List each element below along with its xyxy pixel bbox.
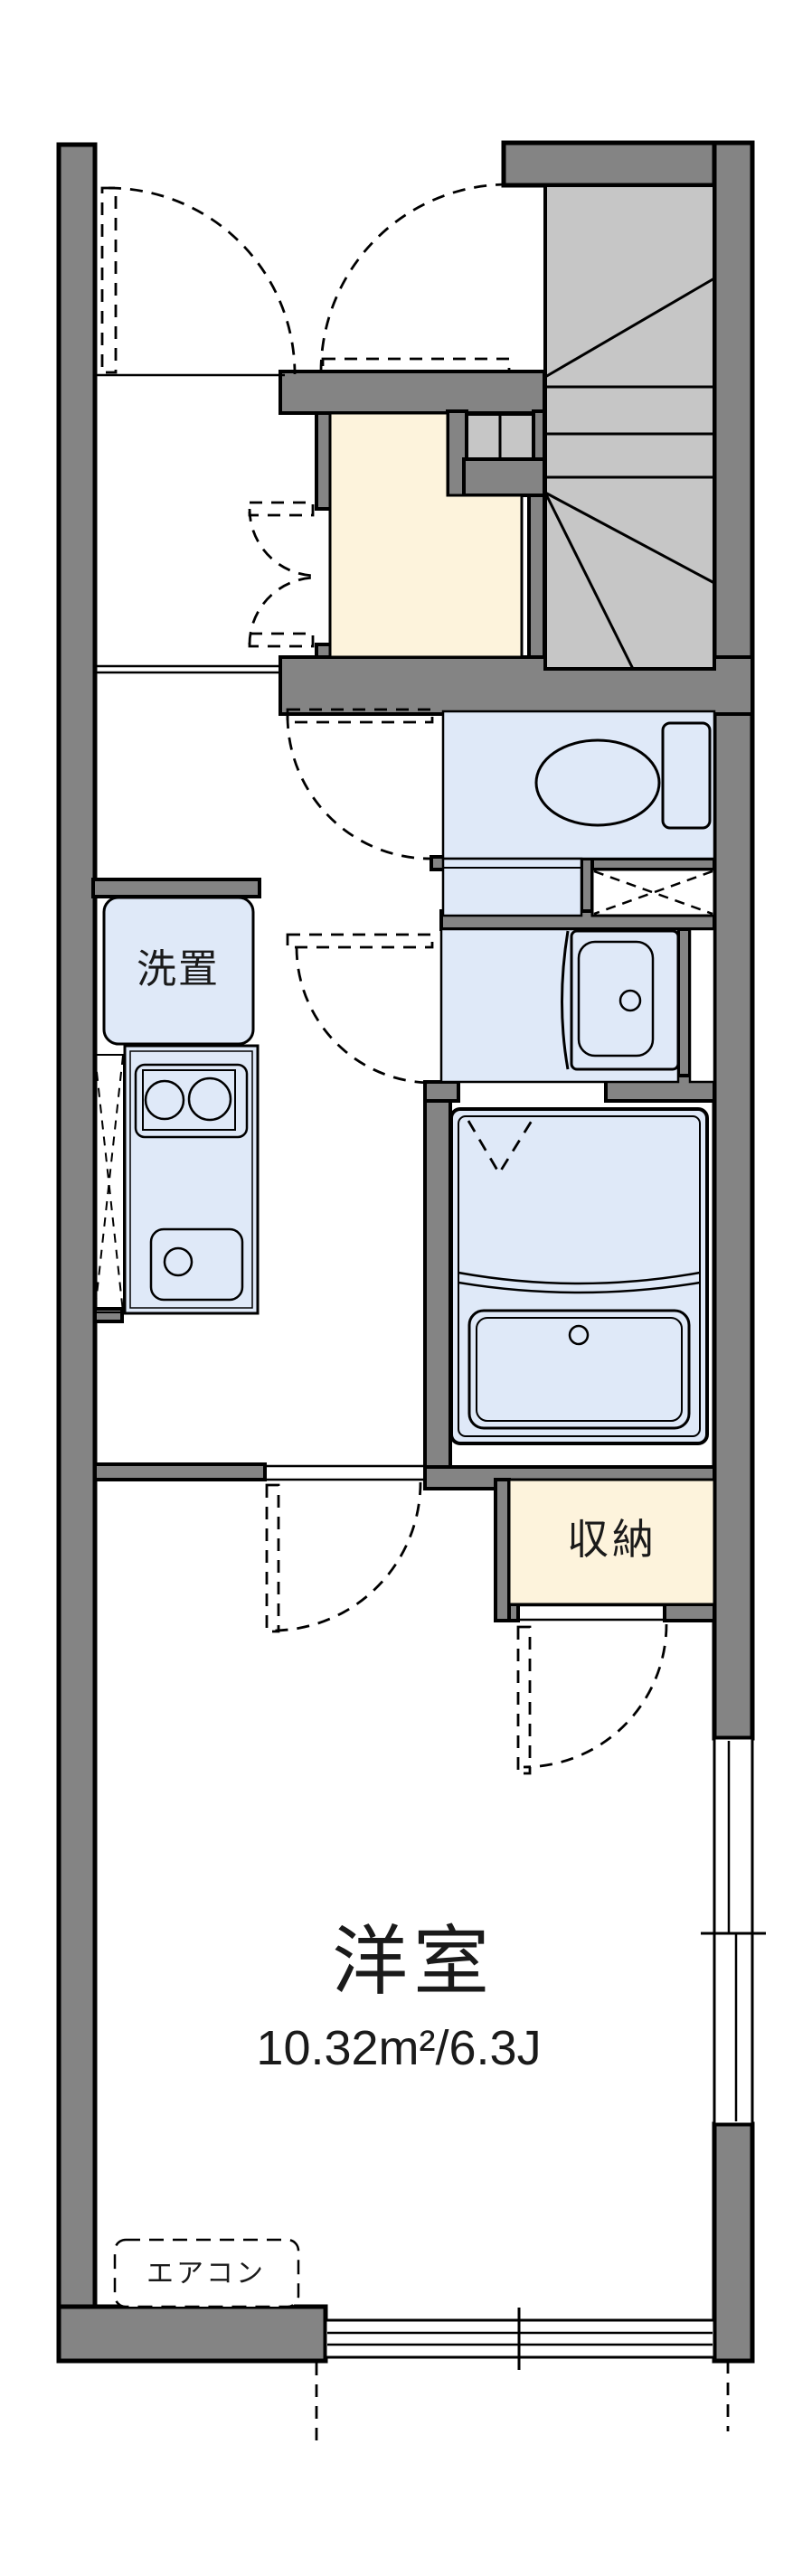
wall-storage-south-west-chunk	[507, 1603, 520, 1622]
wall-washroom-sw-post	[423, 1080, 460, 1103]
wall-ps-left-block	[580, 857, 594, 917]
western-room-label: 洋室	[331, 1919, 496, 2004]
room-door-leaf	[265, 1483, 280, 1633]
closet-door-arc-top	[248, 508, 317, 578]
bath-floor-edge1	[458, 1271, 701, 1285]
refrigerator-bay	[93, 1054, 125, 1313]
outer-walls	[56, 140, 755, 2364]
window-east	[701, 1736, 766, 2126]
kitchen-counter-inner	[129, 1050, 253, 1309]
wall-bath-west	[423, 1099, 452, 1481]
porch-door-arc	[108, 186, 297, 375]
washer-space-label: 洗置	[137, 947, 220, 992]
porch-door-leaf	[100, 186, 118, 374]
wall-stair-west-lower	[527, 494, 546, 673]
kitchen-faucet-icon	[163, 1246, 194, 1277]
vanity-basin-icon	[577, 940, 655, 1058]
wall-vanity-niche-divider	[676, 927, 692, 1084]
bathtub-inner	[476, 1317, 683, 1422]
toilet-bowl-icon	[534, 738, 661, 827]
entrance-door-arc	[319, 183, 509, 372]
pipe-space-x-icon	[593, 870, 713, 916]
wall-stair-block	[462, 457, 546, 497]
bath-floor-edge2	[458, 1281, 701, 1294]
kitchen-unit	[123, 1044, 260, 1315]
bathtub-icon	[467, 1309, 691, 1430]
refrigerator-x-icon	[94, 1055, 124, 1312]
bathtub-drain-icon	[568, 1324, 590, 1346]
stair-area	[543, 183, 716, 671]
vanity-faucet-icon	[618, 989, 642, 1012]
wall-kitchen-north-band	[91, 878, 261, 898]
room-door-arc	[271, 1481, 422, 1632]
kitchen-sink-icon	[149, 1227, 244, 1302]
window-south	[324, 2308, 716, 2370]
entrance-hall-floor	[328, 411, 524, 659]
room-area-label: 10.32m²/6.3J	[256, 2021, 542, 2075]
washroom-door-arc	[295, 946, 433, 1085]
stove-burner-right-icon	[187, 1076, 232, 1122]
entrance-door-leaf	[321, 357, 511, 373]
storage-door-leaf	[516, 1625, 532, 1775]
vanity-sink-fixture	[561, 929, 680, 1071]
wall-storage-west	[494, 1478, 511, 1622]
toilet-door-arc	[286, 715, 431, 860]
closet-door-leaf-bottom	[248, 632, 315, 648]
bathtub-unit	[449, 1107, 709, 1445]
wall-entrance-band	[279, 370, 546, 415]
washer-pan-icon	[102, 896, 255, 1046]
wall-right-upper	[712, 140, 755, 1741]
toilet-fixture	[534, 721, 712, 830]
wall-storage-south-east-chunk	[663, 1603, 716, 1622]
bath-unit-outline	[449, 1107, 709, 1445]
vanity-counter-curve	[561, 930, 570, 1070]
storage-label: 収納	[567, 1516, 657, 1563]
aircon-box-icon	[113, 2238, 300, 2308]
aircon-label: エアコン	[146, 2259, 266, 2289]
wall-room-north	[93, 1462, 267, 1481]
door-swings	[100, 183, 730, 2440]
wall-right-lower	[712, 2121, 755, 2364]
storage-door-arc	[523, 1623, 668, 1769]
wall-bottom	[56, 2304, 328, 2364]
washroom-niche	[688, 927, 716, 1084]
closet-door-leaf-top	[248, 501, 315, 517]
wall-left-step	[93, 1307, 124, 1323]
bath-unit-inner	[458, 1115, 701, 1437]
wall-ps-top-strip	[580, 857, 716, 871]
pipe-space-box	[590, 868, 716, 917]
staircase	[465, 183, 716, 671]
stove-burner-left-icon	[144, 1079, 185, 1121]
closet-door-arc-bottom	[248, 576, 317, 645]
boundary-lines	[95, 373, 665, 1622]
washroom-door-leaf	[286, 933, 434, 949]
stair-treads	[498, 277, 715, 670]
toilet-tank-icon	[661, 721, 712, 830]
wall-left	[56, 142, 98, 2362]
stove-frame	[142, 1069, 236, 1131]
